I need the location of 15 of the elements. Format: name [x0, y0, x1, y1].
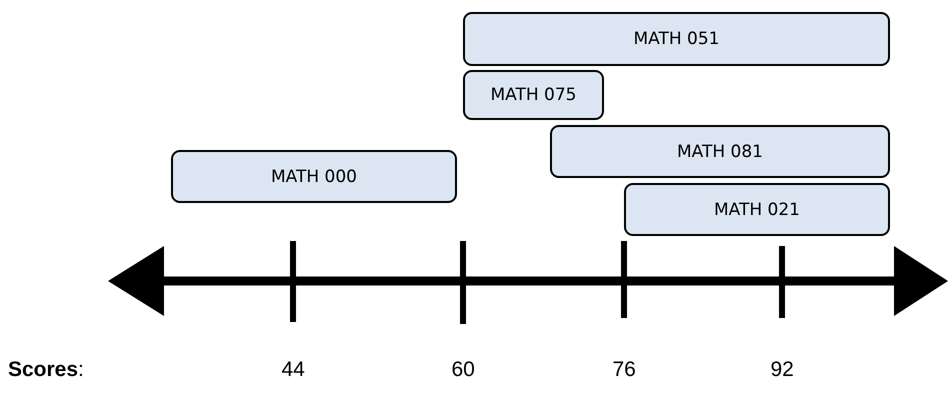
- tick-label: 44: [282, 358, 305, 382]
- course-box: [624, 183, 890, 236]
- course-box: [550, 125, 890, 178]
- course-box: [463, 12, 890, 66]
- tick-label: 60: [452, 358, 475, 382]
- tick-label: 76: [612, 358, 636, 382]
- course-name: MATH 000: [271, 166, 357, 186]
- course-name: MATH 081: [677, 142, 763, 162]
- course-name: MATH 051: [634, 29, 720, 49]
- axis-label: Scores:: [8, 358, 84, 382]
- course-name: MATH 075: [490, 85, 576, 105]
- course-name: MATH 021: [714, 200, 800, 220]
- course-box: [463, 70, 604, 120]
- tick-label: 92: [770, 358, 794, 382]
- course-box: [171, 150, 457, 203]
